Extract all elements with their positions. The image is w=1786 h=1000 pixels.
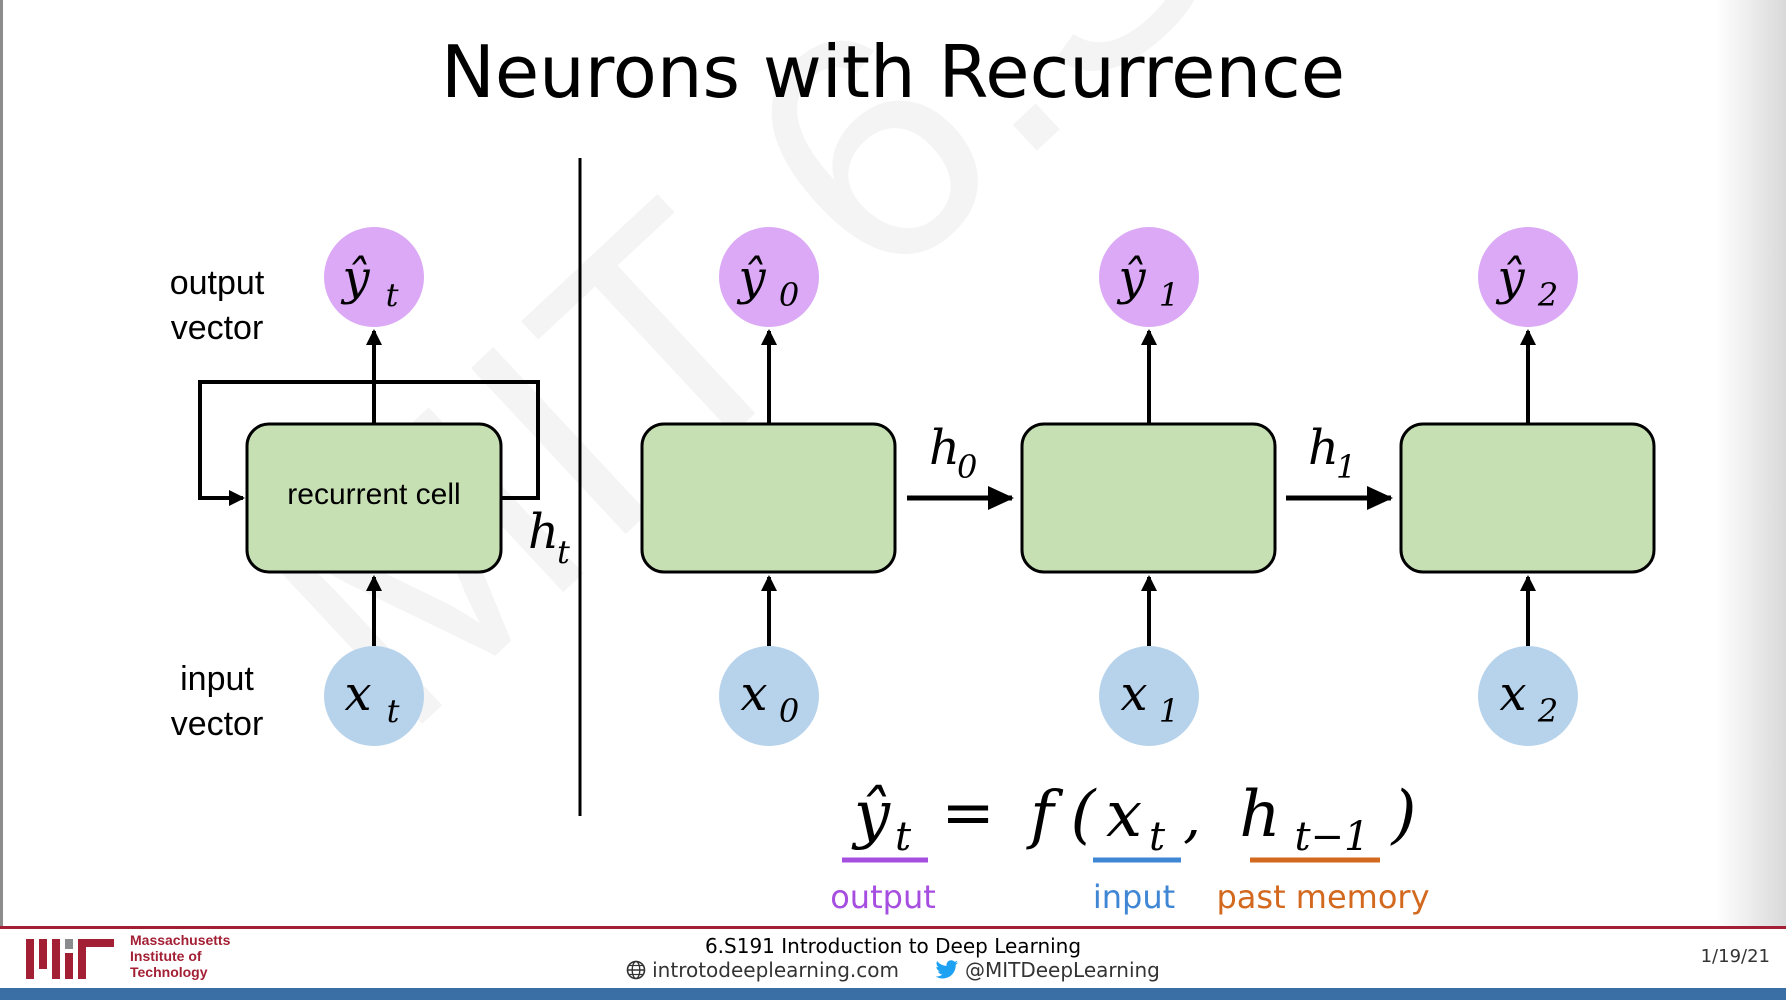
- cell-step-1: [1020, 422, 1277, 574]
- recurrence-equation: ŷ t = f ( x t , h t−1 ) output input pas…: [830, 776, 1429, 916]
- equation-equals: =: [941, 776, 995, 850]
- cell-step-0: [640, 422, 897, 574]
- mit-name-line-1: Massachusetts: [130, 932, 231, 948]
- slide-date: 1/19/21: [1700, 946, 1770, 967]
- hidden-state-ht-symbol: h: [528, 504, 559, 560]
- output-node-y1-symbol: ŷ: [1116, 250, 1146, 306]
- footer-divider: [0, 926, 1786, 929]
- input-node-x2: [1478, 646, 1578, 746]
- mit-logo-icon: [26, 939, 114, 979]
- input-node-x1-symbol: x: [1120, 666, 1147, 722]
- unrolled-step-2: ŷ 2 x 2: [1399, 227, 1656, 746]
- input-node-xt-symbol: x: [344, 666, 371, 722]
- input-node-x0-symbol: x: [740, 666, 767, 722]
- globe-icon: [626, 960, 646, 985]
- output-node-y0-symbol: ŷ: [736, 250, 766, 306]
- twitter-bird-icon: [935, 960, 959, 985]
- unrolled-rnn: ŷ 0 x 0 h 0 ŷ 1 x: [640, 227, 1656, 746]
- footer: [0, 926, 1786, 1000]
- output-node-yt: [324, 227, 424, 327]
- cell-step-2: [1399, 422, 1656, 574]
- equation-arg1-sub: t: [1149, 814, 1166, 860]
- mit-name-line-3: Technology: [130, 964, 208, 980]
- output-vector-label-2: vector: [171, 309, 264, 347]
- input-vector-label-1: input: [180, 660, 254, 698]
- slide-left-edge: [0, 0, 3, 1000]
- output-node-y2: [1478, 227, 1578, 327]
- unrolled-step-0: ŷ 0 x 0: [640, 227, 897, 746]
- mit-institution-name: Massachusetts Institute of Technology: [130, 932, 230, 980]
- hidden-state-ht-sub: t: [557, 533, 570, 571]
- transition-h1-symbol: h: [1308, 420, 1339, 476]
- equation-lhs-sub: t: [895, 814, 912, 860]
- output-node-y1: [1099, 227, 1199, 327]
- input-node-xt: [324, 646, 424, 746]
- input-node-x1-sub: 1: [1159, 692, 1179, 730]
- equation-comma: ,: [1183, 785, 1201, 850]
- transition-h0-sub: 0: [957, 448, 977, 486]
- output-node-y2-symbol: ŷ: [1495, 250, 1525, 306]
- footer-links: introtodeeplearning.com @MITDeepLearning: [0, 958, 1786, 985]
- output-term-label: output: [830, 878, 936, 916]
- memory-term-label: past memory: [1216, 878, 1429, 916]
- slide-right-shadow: [1716, 0, 1786, 1000]
- website-link[interactable]: introtodeeplearning.com: [652, 958, 899, 982]
- transition-h1-sub: 1: [1336, 448, 1356, 486]
- output-vector-label-1: output: [170, 264, 265, 302]
- input-node-xt-sub: t: [387, 692, 400, 730]
- unrolled-step-1: ŷ 1 x 1: [1020, 227, 1277, 746]
- input-node-x0: [719, 646, 819, 746]
- mit-name-line-2: Institute of: [130, 948, 202, 964]
- input-node-x2-sub: 2: [1537, 692, 1558, 730]
- equation-func: f: [1026, 778, 1064, 852]
- input-vector-label-2: vector: [171, 705, 264, 743]
- equation-arg2-sub: t−1: [1294, 814, 1369, 860]
- recurrent-cell-label: recurrent cell: [287, 478, 460, 511]
- slide-title: Neurons with Recurrence: [440, 30, 1345, 114]
- output-node-yt-symbol: ŷ: [340, 250, 370, 306]
- equation-close-paren: ): [1390, 778, 1417, 852]
- twitter-handle-link[interactable]: @MITDeepLearning: [964, 958, 1160, 982]
- output-node-y0-sub: 0: [779, 276, 799, 314]
- equation-arg1: x: [1106, 778, 1142, 852]
- footer-bottom-bar: [0, 988, 1786, 1000]
- folded-rnn: output vector input vector ŷ t x t recur…: [170, 227, 570, 746]
- input-node-x0-sub: 0: [779, 692, 799, 730]
- transition-h0-symbol: h: [929, 420, 960, 476]
- input-term-label: input: [1093, 878, 1175, 916]
- recurrence-loop-arrow: [198, 380, 540, 506]
- output-node-yt-sub: t: [386, 276, 399, 314]
- equation-lhs: ŷ: [851, 778, 891, 852]
- equation-open-paren: (: [1071, 778, 1098, 852]
- input-node-x1: [1099, 646, 1199, 746]
- input-node-x2-symbol: x: [1499, 666, 1526, 722]
- course-name: 6.S191 Introduction to Deep Learning: [704, 934, 1082, 958]
- output-node-y2-sub: 2: [1537, 276, 1558, 314]
- output-node-y0: [719, 227, 819, 327]
- equation-arg2: h: [1239, 778, 1280, 852]
- output-node-y1-sub: 1: [1159, 276, 1179, 314]
